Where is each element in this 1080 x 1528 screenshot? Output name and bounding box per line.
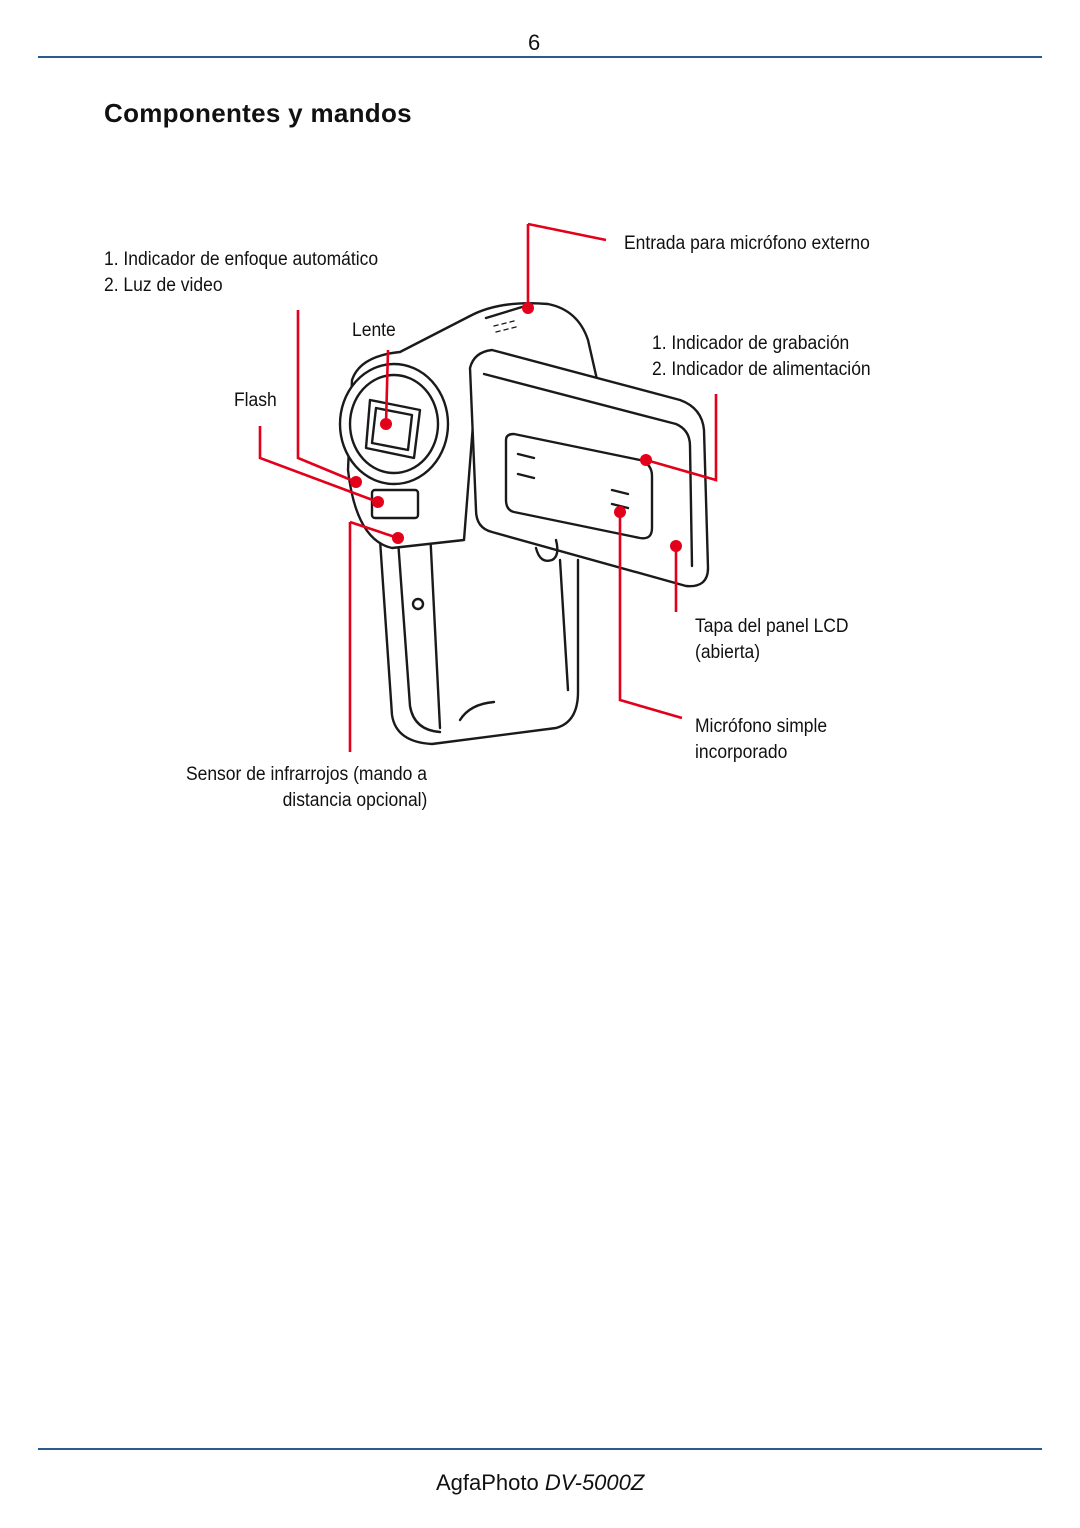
footer-model: DV-5000Z	[544, 1470, 645, 1495]
callout-dots	[350, 302, 682, 552]
page-title: Componentes y mandos	[104, 98, 412, 128]
header-rule	[38, 56, 1042, 58]
callout-lines	[258, 222, 718, 752]
label-builtin-mic-2: incorporado	[695, 742, 788, 763]
page-number: 6	[528, 30, 541, 55]
label-lcd-cover: Tapa del panel LCD	[695, 616, 849, 637]
footer-brand: AgfaPhoto	[436, 1470, 539, 1495]
footer: AgfaPhoto DV-5000Z	[436, 1470, 644, 1496]
label-ir-sensor: Sensor de infrarrojos (mando a	[186, 764, 427, 785]
label-recording-indicator: 1. Indicador de grabación	[652, 333, 850, 354]
label-lcd-cover-open: (abierta)	[695, 642, 761, 663]
label-video-light: 2. Luz de video	[104, 275, 223, 296]
camcorder-illustration	[338, 302, 710, 746]
label-flash: Flash	[234, 390, 277, 411]
label-autofocus-indicator: 1. Indicador de enfoque automático	[104, 249, 379, 270]
label-lens: Lente	[352, 320, 396, 341]
label-ir-sensor-2: distancia opcional)	[282, 790, 427, 811]
label-power-indicator: 2. Indicador de alimentación	[652, 359, 871, 380]
label-builtin-mic: Micrófono simple	[695, 716, 828, 737]
footer-rule	[38, 1448, 1042, 1450]
label-external-mic-input: Entrada para micrófono externo	[624, 233, 870, 254]
